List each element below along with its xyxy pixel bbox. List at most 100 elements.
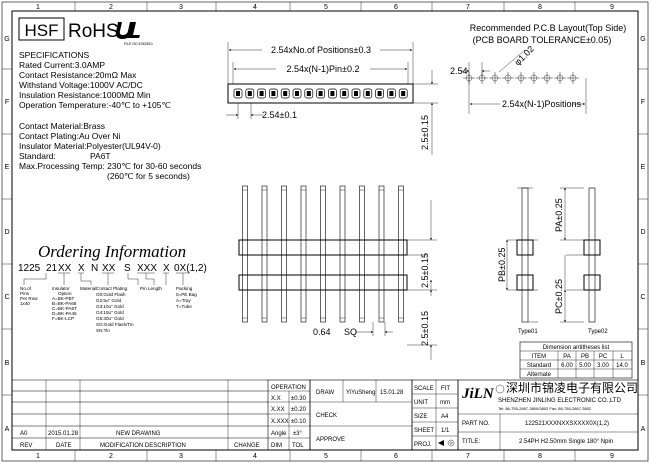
column-label: 1 <box>36 4 40 11</box>
title-label: TITLE: <box>462 439 480 445</box>
side-pin <box>242 185 248 323</box>
column-label: 3 <box>179 453 183 460</box>
tol-value: ±0.10 <box>291 419 307 425</box>
rev-value: A0 <box>20 431 28 437</box>
draw-date: 15.01.28 <box>380 390 404 396</box>
column-label: 2 <box>109 453 113 460</box>
side-pin <box>300 185 307 323</box>
side-pin <box>281 185 287 323</box>
standard-value: PA6T <box>90 151 111 161</box>
column-label: 6 <box>394 4 398 11</box>
row-label: G <box>4 36 9 43</box>
type01-view: PB±0.25 Type01 <box>497 187 538 335</box>
pcb-dim-pitch: 2.54 <box>450 66 468 76</box>
material-line: Insulator Material:Polyester(UL94V-0) <box>19 141 161 151</box>
tol-key: Angle <box>271 431 287 437</box>
row-label: C <box>4 294 9 301</box>
code-part: S <box>124 263 131 274</box>
column-label: 7 <box>466 4 470 11</box>
column-label: 9 <box>610 4 614 11</box>
side-view: 2.5±0.15 2.5±0.15 0.64 SQ <box>238 185 437 360</box>
dim-table-cell: Alternate <box>527 372 552 378</box>
legend-pins: Pins <box>20 291 30 296</box>
row-label: E <box>5 164 10 171</box>
modification-header: MODIFICATION DESCRIPTION <box>100 443 186 449</box>
tol-value: ±3° <box>293 431 303 437</box>
code-part: X <box>78 263 85 274</box>
tol-key: X.X <box>271 396 281 402</box>
top-pin-core <box>306 91 311 96</box>
row-label: A <box>641 426 646 433</box>
top-pin-core <box>295 91 299 96</box>
drawer-name: YiYuSheng <box>346 390 375 396</box>
row-label: F <box>641 99 645 106</box>
unit-value: mm <box>440 400 450 406</box>
ul-recognized-icon: FILE NO.E362810 <box>115 22 153 46</box>
legend-plating: G3:10u" Gold <box>96 304 124 309</box>
tol-key: X.XXX <box>271 419 289 425</box>
company-contact: Tel: 86-755-2867-3800/3802 Fax: 86-755-2… <box>498 406 592 411</box>
side-pin <box>339 185 346 323</box>
tol-value: ±0.30 <box>291 396 307 402</box>
dim-table-header: PB <box>581 354 589 360</box>
top-pin-core <box>330 91 335 96</box>
ordering-information: Ordering Information 1225 21 XX X N XX S… <box>18 242 207 333</box>
approve-label: APPROVE <box>316 437 345 443</box>
code-part: XX <box>102 263 116 274</box>
dim-height: 2.5±0.15 <box>420 115 430 150</box>
row-label: G <box>640 36 645 43</box>
sheet-label: SHEET <box>414 428 434 434</box>
legend-packing: A=Tray <box>176 298 191 303</box>
row-label: B <box>641 360 646 367</box>
top-pin-core <box>354 91 358 96</box>
top-pin-core <box>271 91 276 96</box>
code-part: 21 <box>46 263 58 274</box>
legend-insulator: C=BK-PA6T <box>52 306 77 311</box>
code-part: 1225 <box>18 263 41 274</box>
code-part: X <box>163 263 170 274</box>
legend-packing: T=Tube <box>176 304 192 309</box>
legend-pin-length: Pin Length <box>140 286 162 291</box>
spec-line: Rated Current:3.0AMP <box>19 60 105 70</box>
dim-table-cell: 14.0 <box>616 363 628 369</box>
column-label: 3 <box>179 4 183 11</box>
ul-file-number: FILE NO.E362810 <box>124 42 153 46</box>
size-label: SIZE <box>414 414 427 420</box>
type-views: PB±0.25 Type01 PA±0.25 PC±0.25 Type02 <box>497 187 608 335</box>
specifications-block: SPECIFICATIONS Rated Current:3.0AMP Cont… <box>19 50 201 181</box>
legend-packing: 0=PE Bag <box>176 292 197 297</box>
row-label: E <box>641 164 646 171</box>
legend-plating: G5:30u" Gold <box>96 316 124 321</box>
draw-label: DRAW <box>316 390 334 396</box>
row-label: D <box>640 229 645 236</box>
part-no-label: PART NO. <box>462 421 490 427</box>
part-no-value: 122521XXXNXXSXXXX0X(1,2) <box>525 421 609 427</box>
side-pin <box>261 185 268 323</box>
column-label: 6 <box>394 453 398 460</box>
rohs-logo: RoHS <box>68 21 119 42</box>
row-label: A <box>5 426 10 433</box>
standard-label: Standard: <box>19 151 56 161</box>
pcb-subtitle: (PCB BOARD TOLERANCE±0.05) <box>473 35 612 45</box>
dim-table-header: PA <box>563 354 571 360</box>
title-value: 2.54PH H2.50mm Single 180° Npin <box>519 439 613 445</box>
legend-insulator: A=BK-PBT <box>52 296 75 301</box>
column-label: 8 <box>538 4 542 11</box>
dim-table-title: Dimension antitheses list <box>543 345 610 351</box>
operation-label: OPERATION <box>271 385 306 391</box>
top-pin-core <box>377 91 382 96</box>
dim-table-cell: 6.00 <box>561 363 573 369</box>
dim-upper-height: 2.5±0.15 <box>420 253 430 288</box>
dim-positions: 2.54xNo.of Positions±0.3 <box>271 45 371 55</box>
dim-table-cell: Standard <box>527 363 551 369</box>
spec-title: SPECIFICATIONS <box>19 50 90 60</box>
side-view-pins <box>242 185 404 323</box>
legend-insulator: Option <box>58 291 72 296</box>
legend-insulator: D=BK-PA46 <box>52 311 77 316</box>
dim-table-header: PC <box>599 354 608 360</box>
scale-value: FIT <box>441 386 450 392</box>
legend-plating: SG:Gold Flash/Tin <box>96 322 134 327</box>
hsf-logo-text: HSF <box>25 21 59 40</box>
